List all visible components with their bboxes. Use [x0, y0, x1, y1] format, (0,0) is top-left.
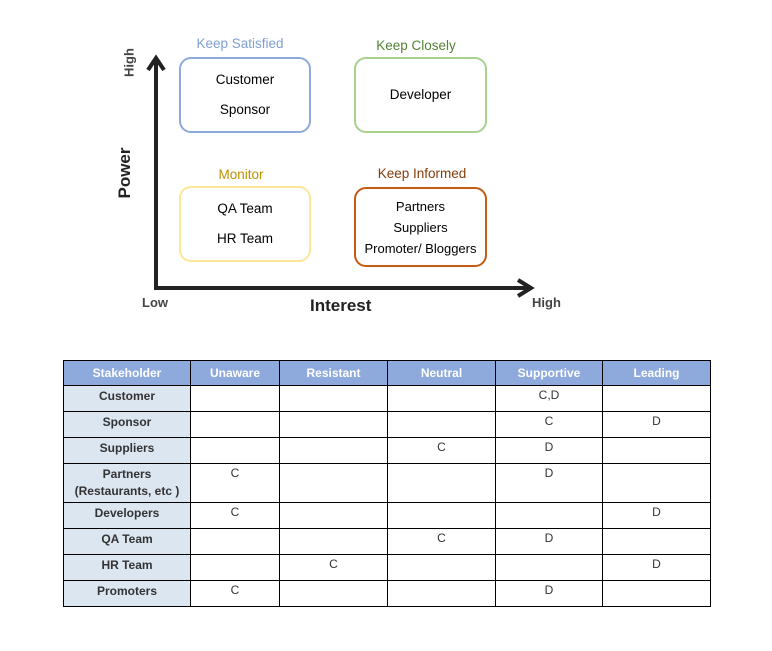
stakeholder-name: Developers	[63, 502, 191, 529]
stakeholder-name: Promoters	[63, 580, 191, 607]
table-cell	[190, 437, 280, 464]
table-cell	[387, 385, 496, 412]
table-cell	[387, 463, 496, 503]
keep-informed-item: Partners	[395, 198, 446, 214]
table-cell	[190, 528, 280, 555]
x-axis-high-label: High	[532, 295, 561, 310]
keep-satisfied-item: Customer	[215, 72, 275, 87]
y-axis-title: Power	[115, 147, 134, 199]
table-cell	[602, 463, 711, 503]
x-axis-low-label: Low	[142, 295, 168, 310]
table-cell: D	[495, 463, 603, 503]
stakeholder-name: HR Team	[63, 554, 191, 581]
table-cell	[279, 385, 388, 412]
header-supportive: Supportive	[495, 360, 603, 386]
table-cell	[387, 554, 496, 581]
keep-satisfied-title: Keep Satisfied	[196, 36, 284, 51]
keep-informed-item: Suppliers	[393, 219, 448, 235]
table-cell	[190, 385, 280, 412]
stakeholder-name: Partners (Restaurants, etc )	[63, 463, 191, 503]
table-cell	[279, 580, 388, 607]
keep-satisfied-box: Customer Sponsor	[179, 57, 311, 133]
stakeholder-name: QA Team	[63, 528, 191, 555]
header-resistant: Resistant	[279, 360, 388, 386]
table-cell	[495, 554, 603, 581]
table-cell	[279, 502, 388, 529]
table-cell	[190, 411, 280, 438]
table-row: Customer C,D	[63, 385, 711, 412]
monitor-title: Monitor	[218, 167, 264, 182]
table-cell: D	[602, 554, 711, 581]
monitor-box: QA Team HR Team	[179, 186, 311, 262]
table-row: Partners (Restaurants, etc ) C D	[63, 463, 711, 503]
keep-satisfied-item: Sponsor	[219, 102, 271, 117]
table-cell: C	[387, 528, 496, 555]
table-cell	[279, 411, 388, 438]
table-cell	[279, 528, 388, 555]
table-row: Developers C D	[63, 502, 711, 529]
table-cell	[602, 437, 711, 464]
table-cell: C	[190, 580, 280, 607]
x-axis-title: Interest	[310, 296, 372, 315]
table-cell: C	[190, 463, 280, 503]
table-row: Sponsor C D	[63, 411, 711, 438]
table-cell: C	[190, 502, 280, 529]
table-cell	[602, 580, 711, 607]
stakeholder-name: Customer	[63, 385, 191, 412]
keep-informed-item: Promoter/ Bloggers	[364, 240, 477, 256]
table-cell	[602, 528, 711, 555]
table-row: QA Team C D	[63, 528, 711, 555]
table-cell: C	[495, 411, 603, 438]
table-cell: C,D	[495, 385, 603, 412]
keep-informed-title: Keep Informed	[377, 166, 467, 181]
table-cell	[495, 502, 603, 529]
header-stakeholder: Stakeholder	[63, 360, 191, 386]
table-header-row: Stakeholder Unaware Resistant Neutral Su…	[63, 360, 711, 386]
stakeholder-name: Sponsor	[63, 411, 191, 438]
keep-closely-box: Developer	[354, 57, 487, 133]
stakeholder-name: Suppliers	[63, 437, 191, 464]
keep-closely-title: Keep Closely	[376, 38, 456, 53]
table-cell: C	[387, 437, 496, 464]
y-axis-arrowhead	[146, 54, 166, 72]
stakeholder-engagement-table: Stakeholder Unaware Resistant Neutral Su…	[63, 360, 711, 607]
table-cell: D	[495, 580, 603, 607]
power-interest-grid: High Power Low Interest High Keep Satisf…	[115, 36, 561, 315]
stakeholder-name-line2: (Restaurants, etc )	[74, 484, 180, 498]
table-cell: D	[602, 411, 711, 438]
header-neutral: Neutral	[387, 360, 496, 386]
monitor-item: QA Team	[217, 201, 273, 216]
table-row: Suppliers C D	[63, 437, 711, 464]
monitor-item: HR Team	[216, 231, 274, 246]
table-cell: D	[495, 437, 603, 464]
keep-informed-box: Partners Suppliers Promoter/ Bloggers	[354, 187, 487, 267]
table-cell	[387, 411, 496, 438]
x-axis-arrowhead	[516, 278, 535, 298]
y-axis-high-label: High	[121, 48, 137, 77]
table-cell	[387, 502, 496, 529]
table-cell	[279, 463, 388, 503]
header-leading: Leading	[602, 360, 711, 386]
table-row: HR Team C D	[63, 554, 711, 581]
table-cell: C	[279, 554, 388, 581]
keep-closely-item: Developer	[389, 87, 452, 102]
table-cell	[387, 580, 496, 607]
table-cell	[190, 554, 280, 581]
table-cell	[602, 385, 711, 412]
table-cell	[279, 437, 388, 464]
stakeholder-name-line1: Partners	[102, 467, 152, 481]
table-row: Promoters C D	[63, 580, 711, 607]
table-cell: D	[495, 528, 603, 555]
table-cell: D	[602, 502, 711, 529]
axes-arrows	[146, 54, 535, 298]
header-unaware: Unaware	[190, 360, 280, 386]
